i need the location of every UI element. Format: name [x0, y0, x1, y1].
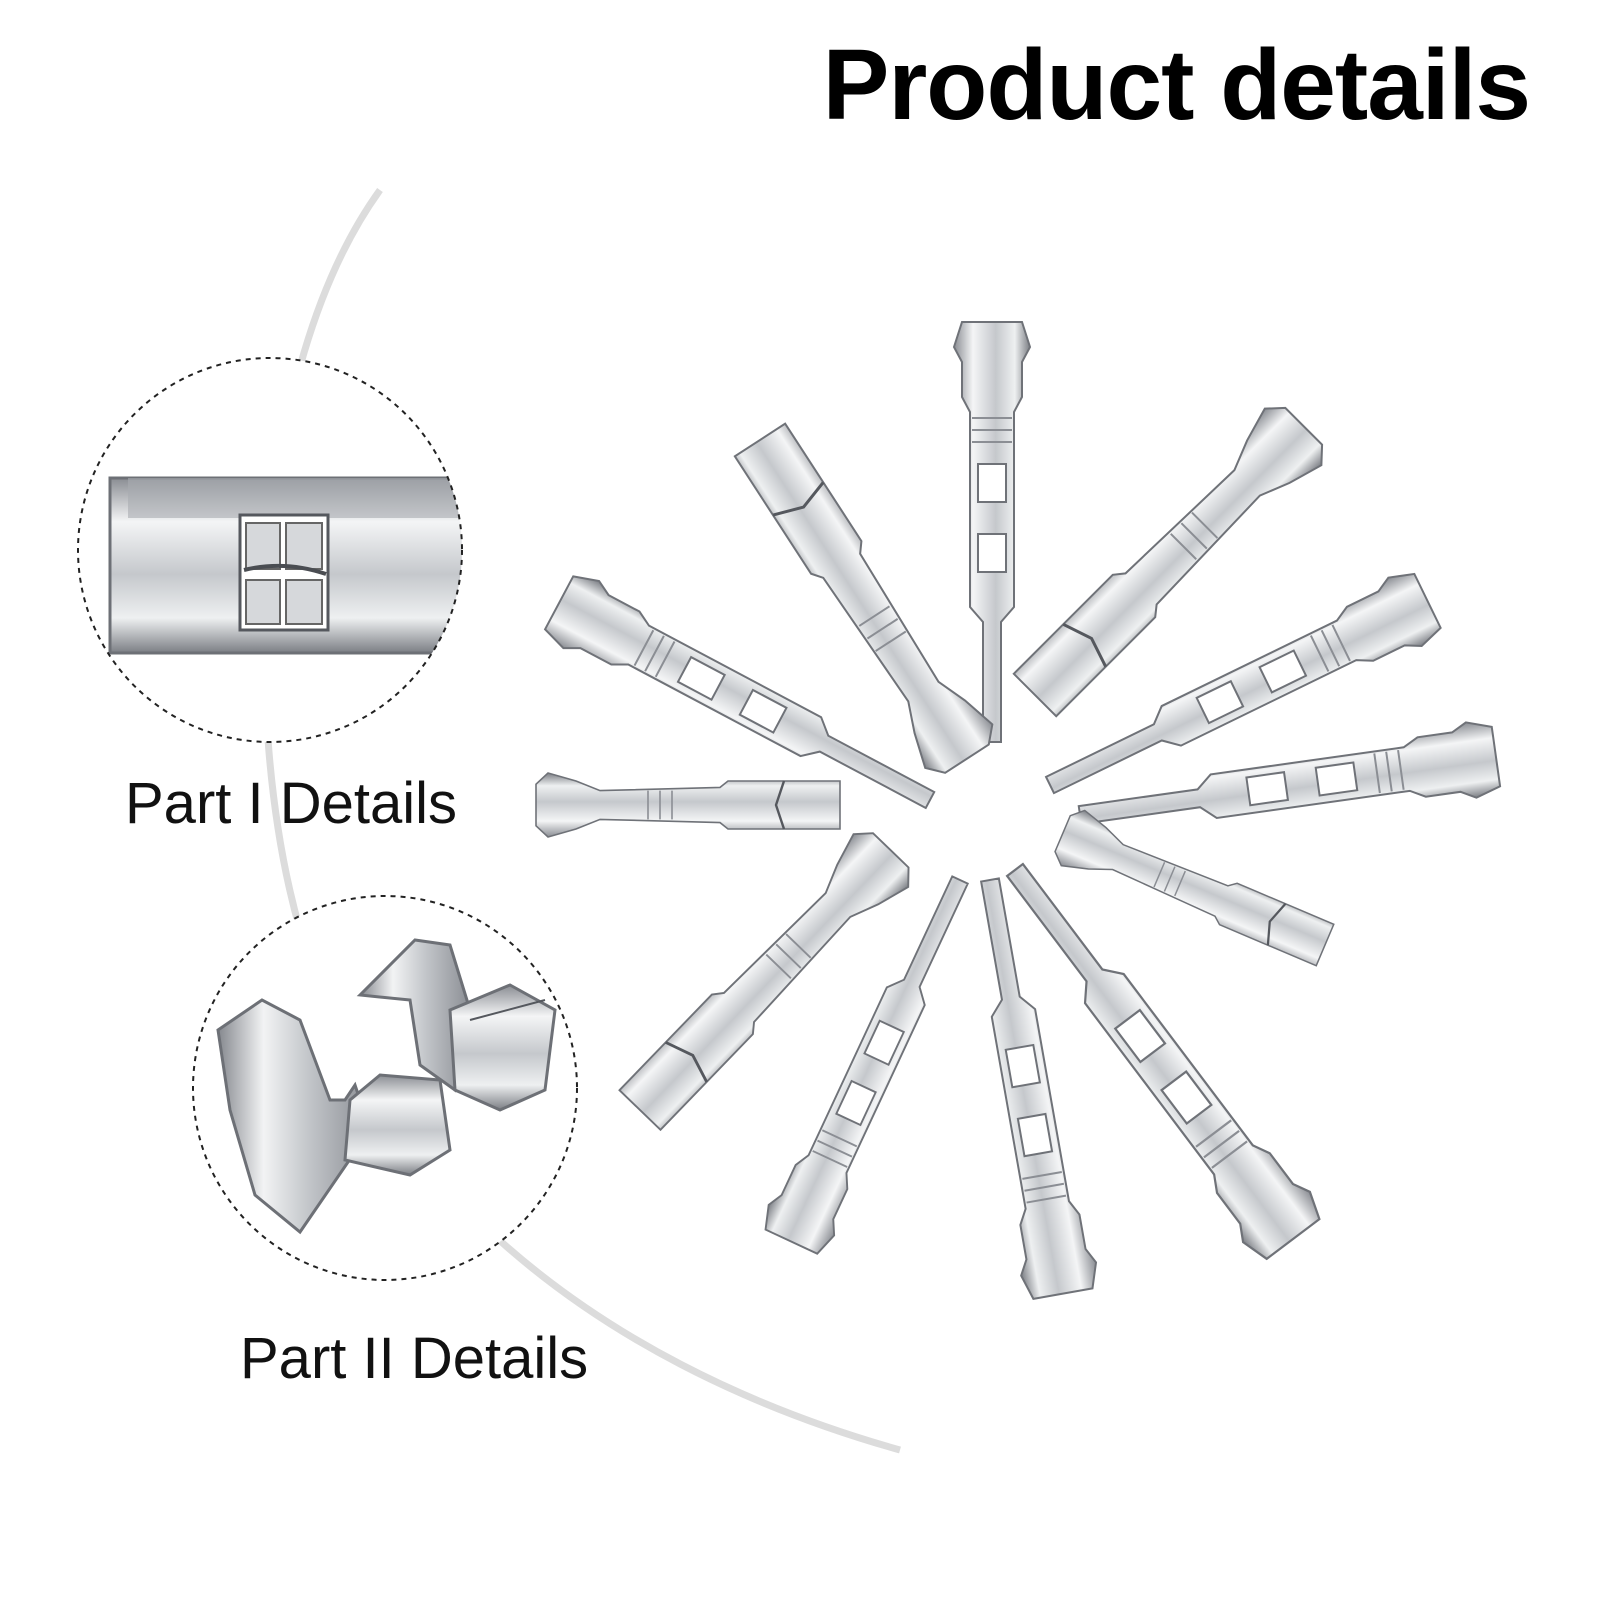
part-one-label: Part I Details [125, 771, 457, 836]
part-two-label: Part II Details [240, 1326, 589, 1391]
terminal-right-lower [1049, 804, 1338, 974]
part-one-circle [77, 357, 463, 743]
terminal-fan [534, 321, 1503, 1302]
part-two-zoom [192, 895, 578, 1281]
terminal-left-small [534, 771, 842, 839]
page-title: Product details [822, 29, 1531, 141]
part-one-zoom [77, 357, 463, 743]
part-two-circle [192, 895, 578, 1281]
